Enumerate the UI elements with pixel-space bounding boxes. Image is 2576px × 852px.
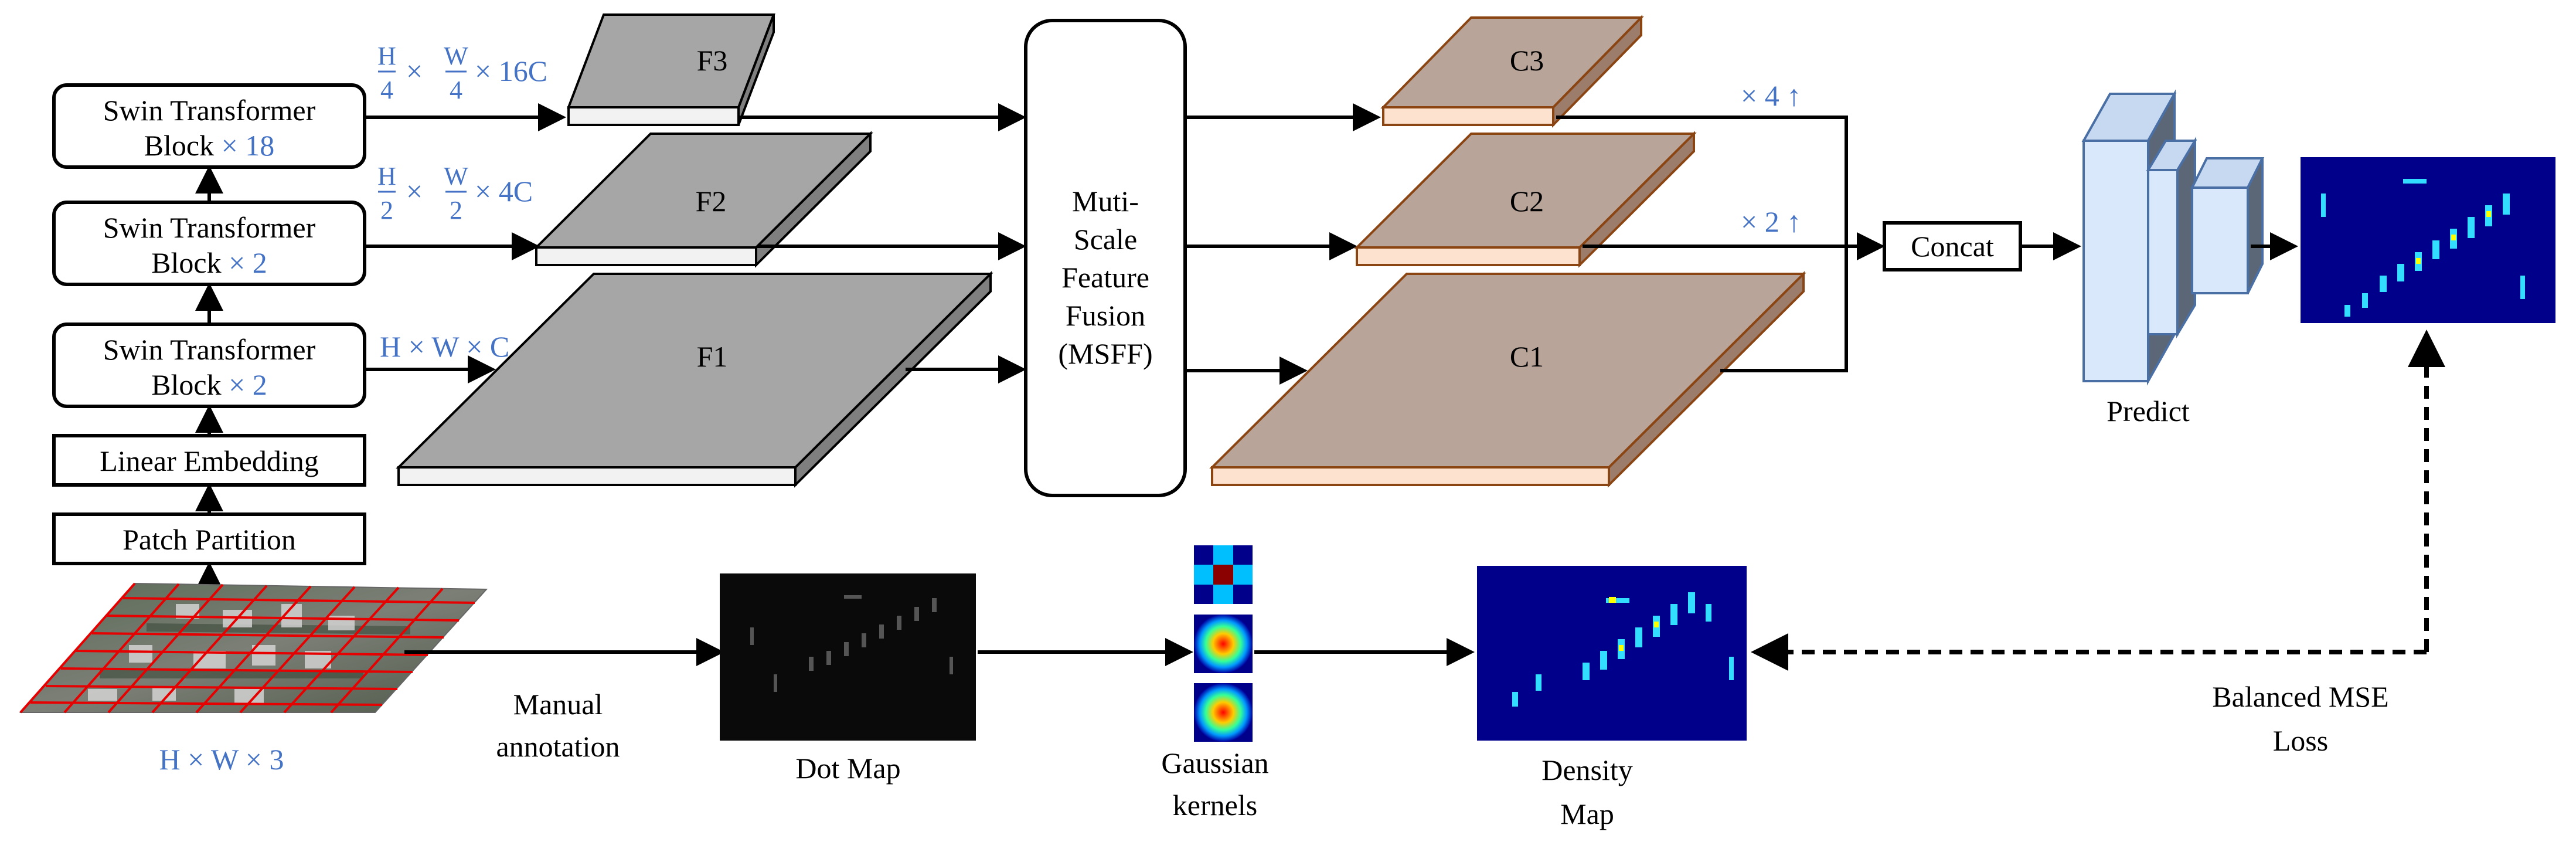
fused-c3: C3 bbox=[1380, 15, 1644, 128]
dim-f2-w-den: 2 bbox=[450, 196, 462, 225]
upsample-c3-label: × 4 ↑ bbox=[1741, 79, 1801, 112]
input-image: H × W × 3 bbox=[19, 582, 488, 776]
density-map-label-1: Density bbox=[1541, 753, 1633, 786]
msff-label-4: Fusion bbox=[1066, 299, 1145, 332]
msff-label-5: (MSFF) bbox=[1058, 337, 1152, 370]
connector-c3-concat bbox=[1556, 116, 1848, 246]
backbone-stack: Swin Transformer Block × 18 Swin Transfo… bbox=[52, 83, 366, 622]
swin-block-1-sublabel: Block × 2 bbox=[151, 368, 267, 401]
density-map bbox=[1477, 566, 1747, 741]
feature-f3: F3 bbox=[567, 13, 775, 126]
dim-f2-h-num: H bbox=[377, 162, 396, 191]
gaussian-label-1: Gaussian bbox=[1161, 746, 1268, 779]
connector-c1-concat bbox=[1720, 246, 1848, 372]
fused-c2: C2 bbox=[1354, 131, 1697, 268]
dim-f3-w-den: 4 bbox=[450, 76, 462, 104]
predicted-density-map bbox=[2301, 157, 2555, 323]
dim-f3-h-den: 4 bbox=[380, 76, 393, 104]
dims-f3: H 4 × W 4 × 16C bbox=[377, 42, 547, 104]
f3-label: F3 bbox=[697, 44, 728, 77]
dim-f2-w-num: W bbox=[444, 162, 468, 191]
dim-f3-h-num: H bbox=[377, 42, 396, 70]
dim-f2-times: × bbox=[406, 175, 423, 208]
dot-map bbox=[720, 573, 976, 741]
c2-label: C2 bbox=[1510, 185, 1544, 218]
upsample-c2-label: × 2 ↑ bbox=[1741, 205, 1801, 238]
loss-label-2: Loss bbox=[2273, 724, 2328, 757]
f1-label: F1 bbox=[697, 340, 728, 373]
swin-block-3-label: Swin Transformer bbox=[103, 94, 316, 127]
manual-annotation-label-1: Manual bbox=[513, 688, 603, 721]
manual-annotation-label-2: annotation bbox=[496, 730, 620, 763]
predict-block: Predict bbox=[2081, 89, 2265, 427]
msff-module: Muti- Scale Feature Fusion (MSFF) bbox=[1024, 19, 1187, 497]
dims-f2: H 2 × W 2 × 4C bbox=[377, 162, 533, 225]
swin-block-3-sublabel: Block × 18 bbox=[144, 129, 275, 162]
msff-label-3: Feature bbox=[1061, 261, 1149, 294]
dim-f2-h-den: 2 bbox=[380, 196, 393, 225]
c1-label: C1 bbox=[1510, 340, 1544, 373]
dim-f2-channels: × 4C bbox=[475, 175, 533, 208]
patch-partition-label: Patch Partition bbox=[122, 523, 296, 556]
swin-block-1-label: Swin Transformer bbox=[103, 333, 316, 366]
msff-label-2: Scale bbox=[1074, 223, 1137, 256]
dim-f3-times: × bbox=[406, 55, 423, 87]
dim-f1-label: H × W × C bbox=[380, 330, 509, 363]
linear-embedding-label: Linear Embedding bbox=[100, 444, 319, 477]
input-dims-label: H × W × 3 bbox=[159, 743, 284, 776]
density-map-label-2: Map bbox=[1560, 797, 1614, 830]
feature-f1: F1 bbox=[396, 271, 993, 488]
feature-f2: F2 bbox=[533, 131, 873, 268]
f2-label: F2 bbox=[696, 185, 727, 218]
msff-label-1: Muti- bbox=[1072, 185, 1139, 218]
gaussian-label-2: kernels bbox=[1173, 789, 1257, 822]
kernel-small bbox=[1194, 545, 1253, 604]
fused-c1: C1 bbox=[1209, 271, 1806, 488]
concat-label: Concat bbox=[1911, 230, 1994, 263]
dim-f3-w-num: W bbox=[444, 42, 468, 70]
c3-label: C3 bbox=[1510, 44, 1544, 77]
gaussian-kernels bbox=[1194, 545, 1253, 742]
predict-label: Predict bbox=[2107, 395, 2190, 427]
dim-f3-channels: × 16C bbox=[475, 55, 547, 87]
loss-label-1: Balanced MSE bbox=[2212, 680, 2388, 713]
kernel-medium bbox=[1194, 615, 1253, 673]
dot-map-label: Dot Map bbox=[795, 752, 900, 785]
kernel-large bbox=[1194, 683, 1253, 742]
swin-block-2-sublabel: Block × 2 bbox=[151, 246, 267, 279]
swin-block-2-label: Swin Transformer bbox=[103, 211, 316, 244]
